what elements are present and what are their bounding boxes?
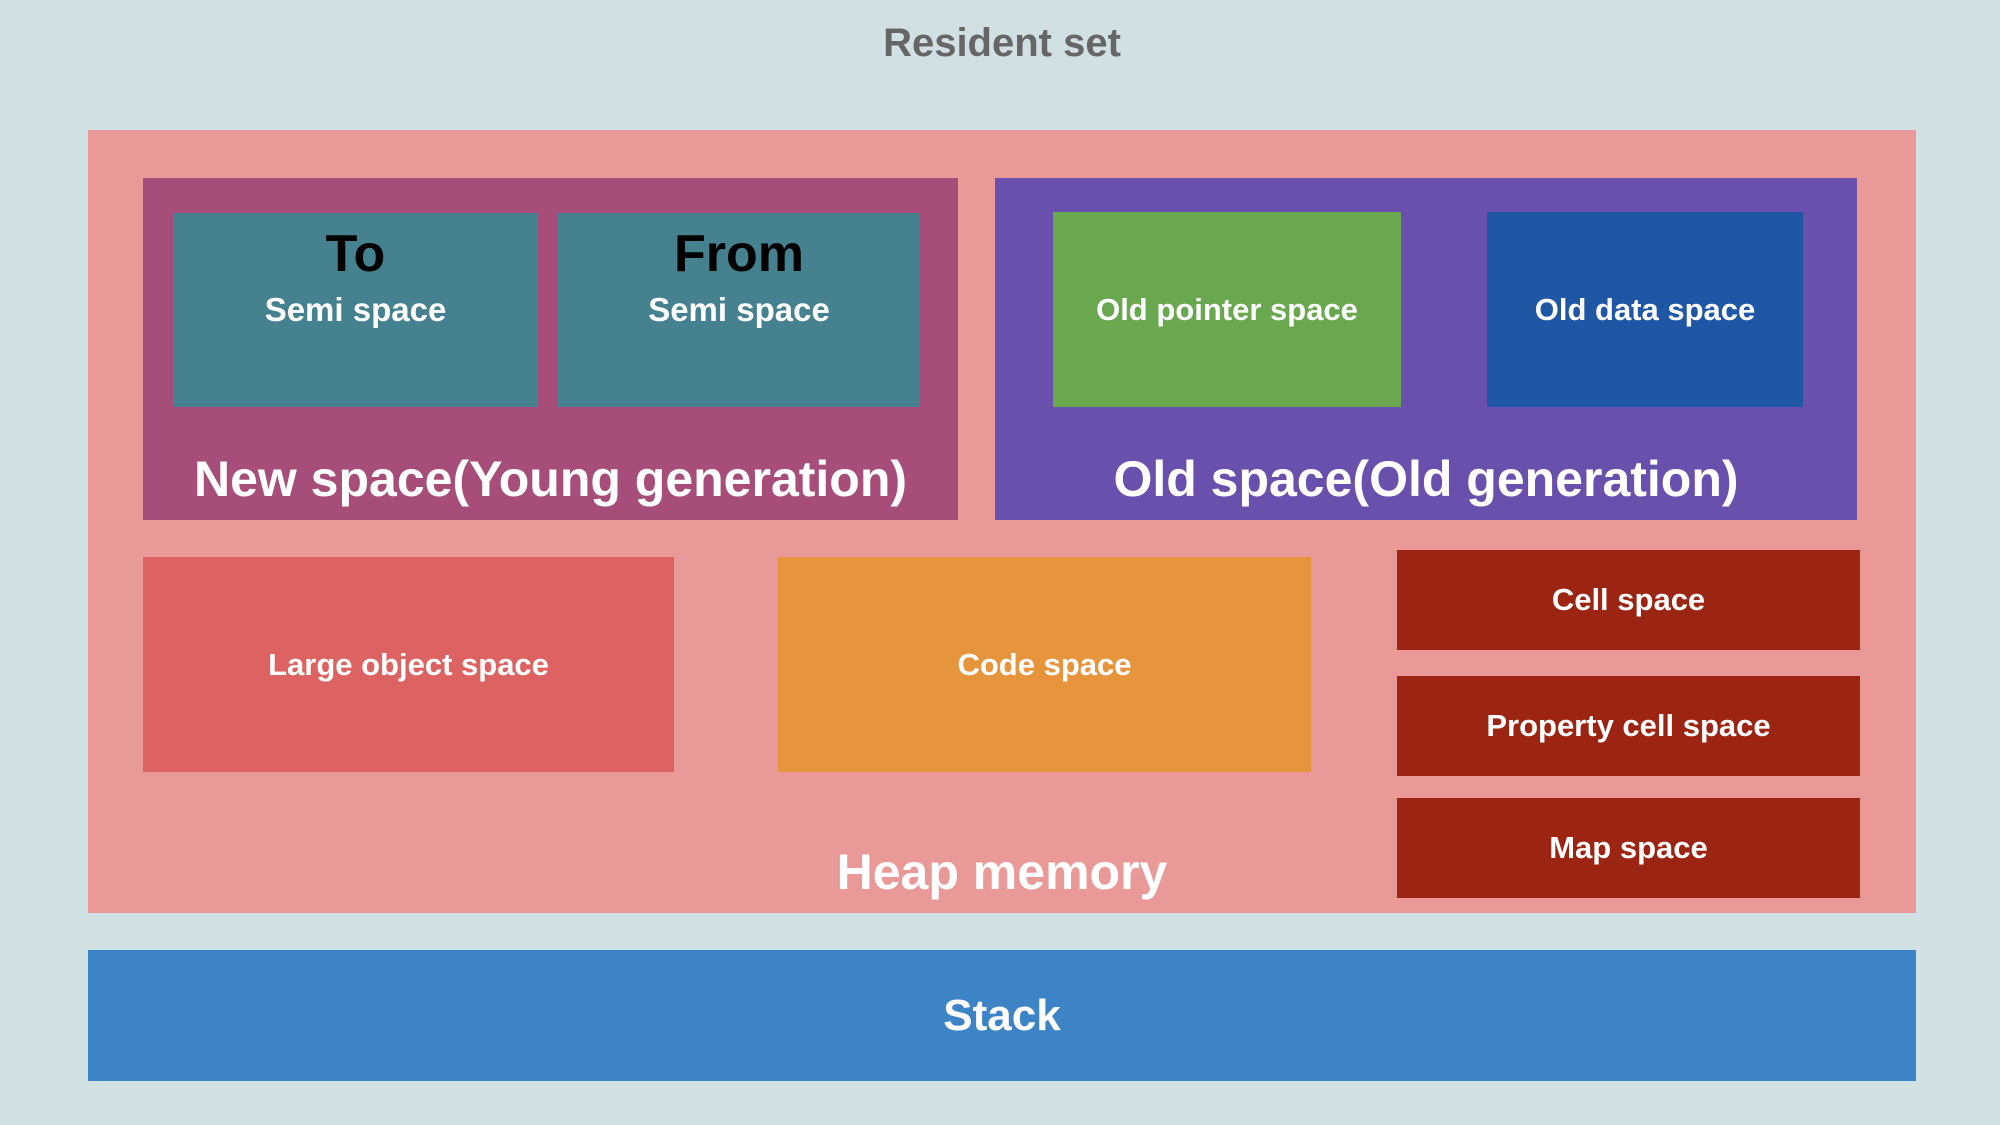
semi-space-from-label: Semi space — [648, 291, 830, 328]
stack-label: Stack — [943, 990, 1061, 1040]
semi-space-from: From Semi space — [558, 213, 920, 407]
semi-space-to: To Semi space — [173, 213, 538, 407]
large-object-space: Large object space — [143, 557, 674, 772]
property-cell-space: Property cell space — [1397, 676, 1860, 776]
resident-set-title: Resident set — [883, 21, 1121, 65]
semi-space-from-title: From — [674, 225, 804, 283]
heap-memory-region: To Semi space From Semi space New space(… — [88, 130, 1916, 913]
semi-space-to-title: To — [325, 225, 386, 283]
large-object-space-label: Large object space — [268, 646, 549, 682]
old-space-label: Old space(Old generation) — [1113, 451, 1739, 507]
old-pointer-space: Old pointer space — [1053, 212, 1401, 407]
new-space-label: New space(Young generation) — [193, 451, 908, 507]
heap-memory-label: Heap memory — [836, 844, 1168, 900]
code-space-label: Code space — [957, 646, 1132, 682]
cell-space-label: Cell space — [1551, 582, 1706, 617]
stack-region: Stack — [88, 950, 1916, 1081]
old-data-space-label: Old data space — [1534, 291, 1756, 327]
old-space-region: Old pointer space Old data space Old spa… — [995, 178, 1857, 520]
code-space: Code space — [778, 557, 1311, 772]
map-space-label: Map space — [1549, 830, 1708, 865]
old-data-space: Old data space — [1487, 212, 1803, 407]
new-space-region: To Semi space From Semi space New space(… — [143, 178, 958, 520]
map-space: Map space — [1397, 798, 1860, 898]
semi-space-to-label: Semi space — [264, 291, 447, 328]
property-cell-space-label: Property cell space — [1486, 708, 1771, 743]
old-pointer-space-label: Old pointer space — [1096, 291, 1358, 327]
cell-space: Cell space — [1397, 550, 1860, 650]
